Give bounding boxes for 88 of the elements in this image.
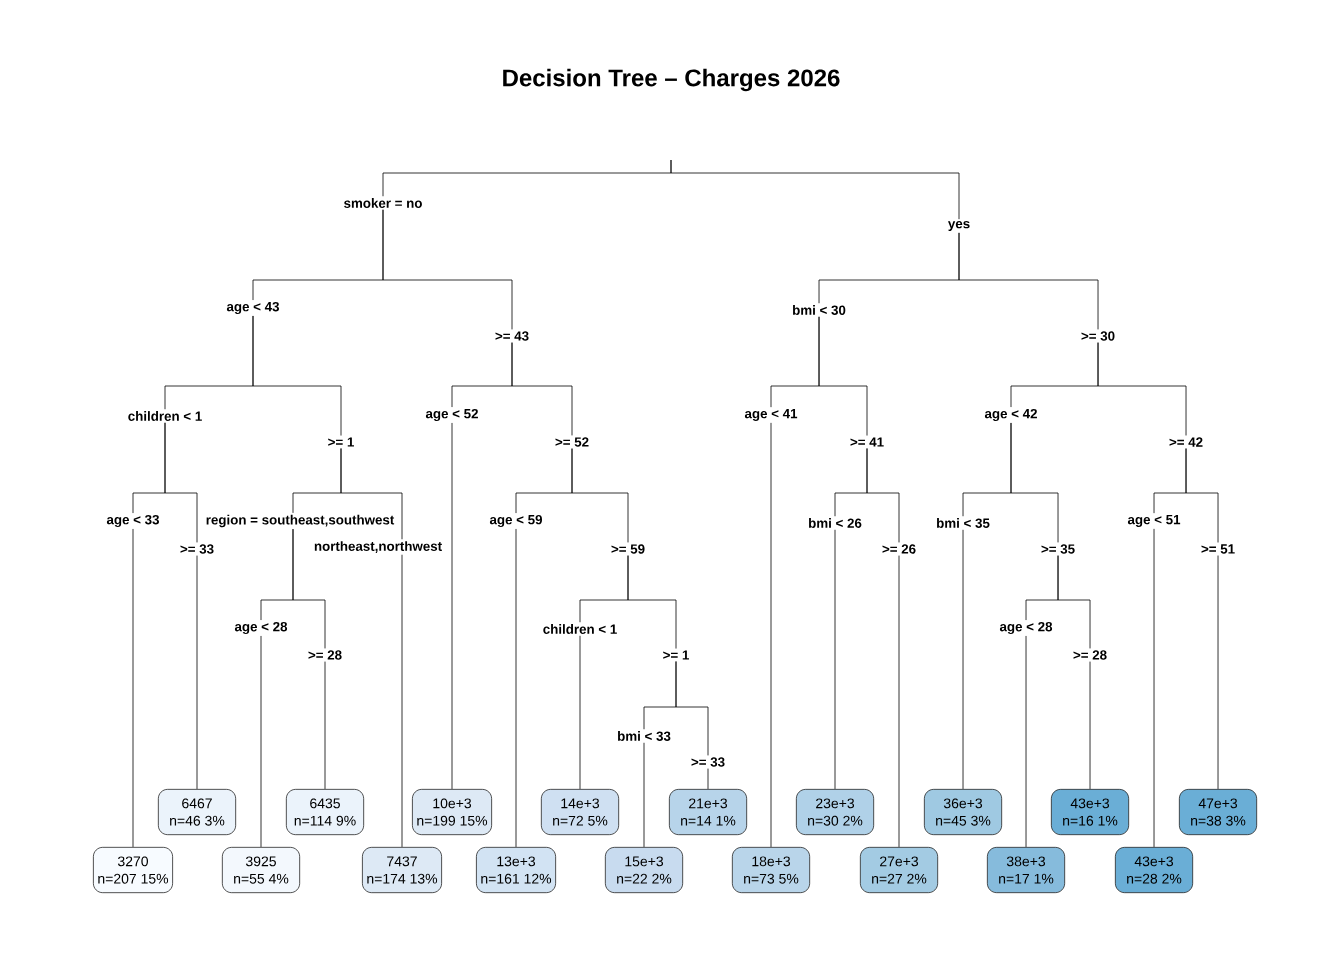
split-label: >= 1 xyxy=(663,650,689,660)
branch-line xyxy=(196,555,198,790)
split-label: yes xyxy=(948,221,970,231)
branch-line xyxy=(818,316,868,436)
split-label: >= 59 xyxy=(611,544,645,554)
split-label: bmi < 30 xyxy=(793,305,846,315)
branch-line xyxy=(834,529,836,790)
leaf-box: 3925 n=55 4% xyxy=(221,846,301,894)
branch-line xyxy=(770,422,772,848)
split-label: age < 42 xyxy=(984,408,1037,422)
leaf-box: 21e+3 n=14 1% xyxy=(668,788,748,836)
branch-line xyxy=(401,554,403,848)
leaf-box: 36e+3 n=45 3% xyxy=(923,788,1003,836)
branch-line xyxy=(1185,448,1219,543)
branch-line xyxy=(340,448,403,540)
split-label: bmi < 35 xyxy=(937,518,990,528)
branch-line xyxy=(1153,528,1155,848)
branch-line xyxy=(1057,555,1091,649)
branch-line xyxy=(579,635,581,790)
split-label: >= 35 xyxy=(1041,544,1075,554)
leaf-box: 47e+3 n=38 3% xyxy=(1178,788,1258,836)
leaf-box: 6467 n=46 3% xyxy=(157,788,237,836)
leaf-box: 14e+3 n=72 5% xyxy=(540,788,620,836)
branch-line xyxy=(515,528,517,848)
split-label: northeast,northwest xyxy=(314,541,442,553)
branch-line xyxy=(382,209,513,330)
branch-line xyxy=(1097,342,1187,436)
leaf-box: 10e+3 n=199 15% xyxy=(412,788,493,836)
split-label: >= 52 xyxy=(555,437,589,447)
leaf-box: 18e+3 n=73 5% xyxy=(731,846,811,894)
split-label: age < 51 xyxy=(1127,515,1181,527)
split-label: bmi < 26 xyxy=(809,518,862,528)
split-label: >= 28 xyxy=(1073,650,1107,660)
leaf-box: 43e+3 n=28 2% xyxy=(1114,846,1194,894)
split-label: children < 1 xyxy=(543,624,617,634)
split-label: bmi < 33 xyxy=(618,731,671,741)
split-label: age < 33 xyxy=(106,514,159,528)
split-label: >= 1 xyxy=(328,437,354,447)
leaf-box: 23e+3 n=30 2% xyxy=(795,788,875,836)
leaf-box: 3270 n=207 15% xyxy=(93,846,173,894)
branch-line xyxy=(707,768,709,790)
branch-line xyxy=(1010,422,1059,543)
leaf-box: 38e+3 n=17 1% xyxy=(986,846,1066,894)
branch-line xyxy=(643,742,645,848)
leaf-box: 6435 n=114 9% xyxy=(285,788,365,836)
branch-line xyxy=(164,422,198,543)
branch-line xyxy=(670,159,960,220)
branch-line xyxy=(292,528,326,649)
leaf-box: 43e+3 n=16 1% xyxy=(1050,788,1130,836)
split-label: >= 28 xyxy=(308,650,342,660)
split-label: >= 51 xyxy=(1201,544,1235,554)
branch-line xyxy=(511,342,573,436)
split-label: age < 28 xyxy=(999,621,1053,635)
split-label: >= 41 xyxy=(850,437,884,447)
branch-line xyxy=(1025,635,1027,848)
split-label: smoker = no xyxy=(344,198,422,208)
branch-line xyxy=(571,448,629,543)
branch-line xyxy=(675,661,709,756)
branch-line xyxy=(1217,555,1219,790)
split-label: age < 28 xyxy=(234,621,288,635)
split-label: age < 52 xyxy=(425,408,478,422)
split-label: >= 42 xyxy=(1169,437,1203,447)
leaf-box: 15e+3 n=22 2% xyxy=(604,846,684,894)
leaf-box: 7437 n=174 13% xyxy=(362,846,442,894)
branch-line xyxy=(451,422,453,790)
branch-line xyxy=(324,661,326,790)
leaf-box: 13e+3 n=161 12% xyxy=(476,846,557,894)
branch-line xyxy=(898,555,900,848)
branch-line xyxy=(252,315,342,436)
branch-line xyxy=(958,232,1099,330)
split-label: >= 43 xyxy=(495,331,529,341)
branch-line xyxy=(1089,661,1091,790)
split-label: region = southeast,southwest xyxy=(206,514,395,528)
branch-line xyxy=(260,635,262,848)
split-label: >= 26 xyxy=(882,544,916,554)
branch-line xyxy=(132,528,134,848)
split-label: children < 1 xyxy=(128,411,202,421)
branch-line xyxy=(866,448,900,543)
split-label: age < 43 xyxy=(226,301,279,315)
split-label: >= 33 xyxy=(180,544,214,554)
split-label: >= 33 xyxy=(691,757,725,767)
branch-line xyxy=(627,555,677,649)
title: Decision Tree – Charges 2026 xyxy=(503,68,840,92)
split-label: age < 41 xyxy=(744,409,798,421)
split-label: age < 59 xyxy=(489,514,542,528)
branch-line xyxy=(962,529,964,790)
leaf-box: 27e+3 n=27 2% xyxy=(859,846,939,894)
split-label: >= 30 xyxy=(1081,331,1115,341)
